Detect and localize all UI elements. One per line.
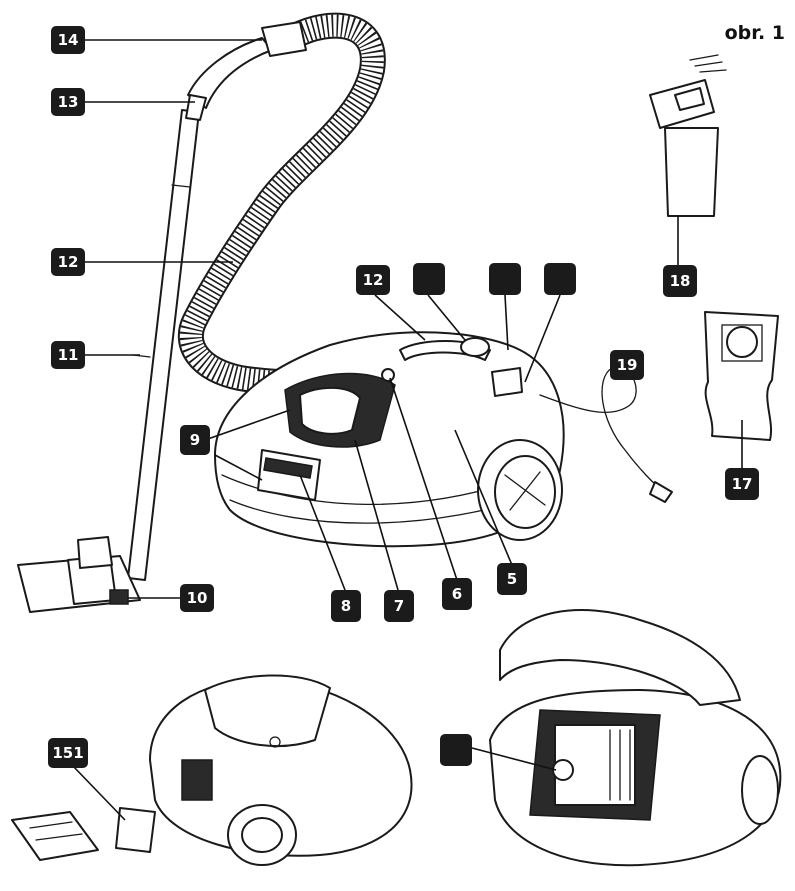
svg-text:13: 13: [58, 93, 79, 111]
label-blank-4: [440, 734, 472, 766]
svg-text:11: 11: [58, 346, 79, 364]
label-blank-3: [544, 263, 576, 295]
label-blank-2: [489, 263, 521, 295]
svg-text:12: 12: [363, 271, 384, 289]
exhaust-filter-parts: [11, 807, 156, 861]
vacuum-open-view: [489, 609, 782, 867]
crevice-brush-tool: [649, 54, 727, 217]
label-151: 151: [48, 738, 88, 768]
svg-text:7: 7: [394, 597, 404, 615]
label-14: 14: [51, 26, 85, 54]
svg-text:8: 8: [341, 597, 351, 615]
label-11: 11: [51, 341, 85, 369]
svg-text:9: 9: [190, 431, 200, 449]
label-9: 9: [180, 425, 210, 455]
label-5: 5: [497, 563, 527, 595]
label-10: 10: [180, 584, 214, 612]
svg-text:17: 17: [732, 475, 753, 493]
svg-text:10: 10: [187, 589, 208, 607]
svg-text:18: 18: [670, 272, 691, 290]
label-19: 19: [610, 350, 644, 380]
label-18: 18: [663, 265, 697, 297]
leader-lines: [71, 39, 743, 821]
label-12-body: 12: [356, 265, 390, 295]
label-17: 17: [725, 468, 759, 500]
svg-text:151: 151: [52, 744, 83, 762]
dust-bag: [704, 311, 779, 441]
figure-title: obr. 1: [724, 22, 785, 44]
label-8: 8: [331, 590, 361, 622]
label-6: 6: [442, 578, 472, 610]
svg-text:14: 14: [58, 31, 79, 49]
svg-text:6: 6: [452, 585, 462, 603]
flexible-hose: [177, 12, 386, 421]
label-blank-1: [413, 263, 445, 295]
vacuum-body: [214, 331, 565, 548]
floor-nozzle: [17, 536, 141, 613]
svg-text:5: 5: [507, 570, 517, 588]
callout-labels: 14 13 12 11 10 9: [48, 26, 759, 768]
svg-text:19: 19: [617, 356, 638, 374]
label-13: 13: [51, 88, 85, 116]
svg-text:12: 12: [58, 253, 79, 271]
label-7: 7: [384, 590, 414, 622]
label-12-tube: 12: [51, 248, 85, 276]
vacuum-rear-view: [149, 674, 413, 866]
